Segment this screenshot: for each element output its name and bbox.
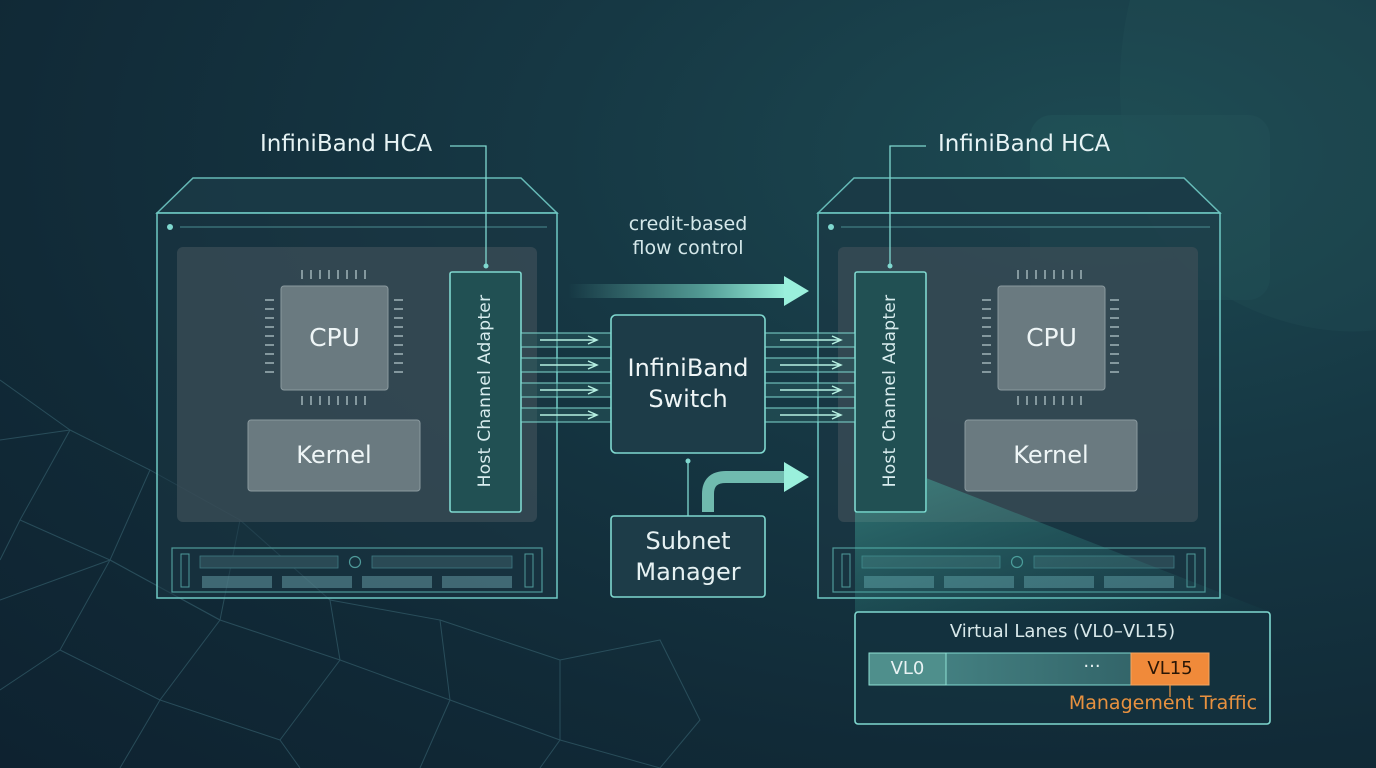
subnet-manager-label: Subnet Manager — [635, 527, 741, 586]
left-cpu-label: CPU — [309, 323, 360, 352]
left-hca-label: InfiniBand HCA — [260, 131, 433, 157]
right-hca-label: InfiniBand HCA — [938, 131, 1111, 157]
right-link-bundle — [764, 332, 856, 423]
subnet-manager-arrow — [702, 462, 809, 512]
management-traffic-label: Management Traffic — [1068, 692, 1258, 714]
virtual-lanes-title: Virtual Lanes (VL0–VL15) — [949, 621, 1176, 642]
subnet-manager-box — [610, 515, 766, 598]
vl0-cell — [868, 652, 947, 686]
flow-control-label: credit-based flow control — [628, 213, 748, 259]
left-hca-leader-line — [450, 145, 487, 266]
vl15-label: VL15 — [1147, 658, 1193, 679]
left-link-bundle — [520, 332, 612, 423]
right-adapter-label: Host Channel Adapter — [880, 294, 900, 488]
right-cpu-pins — [982, 270, 1119, 405]
right-kernel-label: Kernel — [1013, 441, 1089, 469]
network-mesh-decoration — [0, 379, 701, 768]
virtual-lanes-panel — [854, 611, 1271, 725]
lane-ellipsis: ··· — [1083, 656, 1101, 677]
right-hca-leader-line — [889, 145, 926, 266]
switch-label: InfiniBand Switch — [627, 354, 749, 413]
flow-control-arrow — [568, 276, 809, 306]
left-adapter-label: Host Channel Adapter — [475, 294, 495, 488]
left-kernel-label: Kernel — [296, 441, 372, 469]
left-server — [155, 177, 559, 599]
vl0-label: VL0 — [890, 658, 925, 679]
left-cpu-pins — [265, 270, 403, 405]
right-cpu-label: CPU — [1026, 323, 1077, 352]
infiniband-switch-box — [610, 314, 766, 454]
vl15-cell — [1130, 652, 1210, 686]
virtual-lanes-callout-beam — [855, 478, 1270, 612]
